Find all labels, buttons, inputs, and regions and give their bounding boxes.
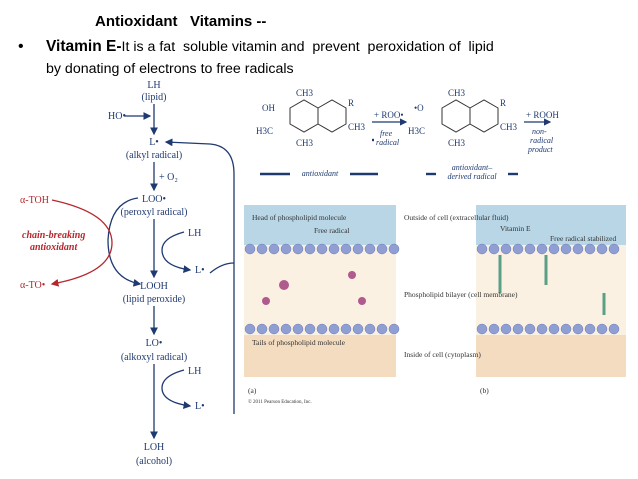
arrow-chain-feedback: [164, 138, 235, 414]
ch3-top-left: CH3: [296, 88, 314, 98]
right-aromatic-ring: [441, 99, 471, 133]
bullet-marker: •: [18, 38, 24, 55]
lipid-peroxidation-diagram: LH (lipid) HO• L• (alkyl radical) + O₂ L…: [20, 80, 235, 467]
ch3-ring-left: CH3: [348, 122, 366, 132]
copyright-label: © 2011 Pearson Education, Inc.: [248, 399, 312, 405]
alpha-toh: α-TOH: [20, 195, 49, 206]
r-right: R: [500, 98, 506, 108]
o-radical: •O: [414, 103, 424, 113]
lipid-label: (lipid): [142, 92, 167, 103]
non-radical-caption-3: product: [527, 145, 553, 154]
derived-radical-caption-2: derived radical: [447, 172, 497, 181]
vitamin-e-reaction-diagram: OH CH3 R H3C CH3 CH3 + ROO• free radical…: [256, 88, 559, 181]
alkyl-radical-label: (alkyl radical): [126, 150, 182, 161]
loh: LOH: [144, 442, 165, 453]
bullet-term: Vitamin E-: [46, 38, 122, 55]
head-label: Head of phospholipid molecule: [252, 213, 347, 222]
left-aromatic-ring: [289, 99, 319, 133]
alcohol-label: (alcohol): [136, 456, 172, 467]
ch3-ring-right: CH3: [500, 122, 518, 132]
free-radical-caption-2: radical: [376, 138, 400, 147]
arrow-loo-to-looh-side: [107, 197, 142, 287]
non-radical-caption-2: radical: [530, 136, 554, 145]
ch3-bottom-left: CH3: [296, 138, 314, 148]
alkoxyl-radical-label: (alkoxyl radical): [121, 352, 187, 363]
free-radical-caption-1: free: [380, 129, 393, 138]
free-radical-dot-2: [262, 297, 270, 305]
rooh-product: + ROOH: [526, 110, 559, 120]
arrow-lh-l-2: [161, 231, 192, 273]
lh-lipid: LH: [147, 80, 160, 91]
free-radical-label: Free radical: [314, 226, 350, 235]
lh-third: LH: [188, 366, 201, 377]
roo-reagent: + ROO•: [374, 110, 403, 120]
arrow-lh-l-3: [161, 369, 192, 409]
looh: LOOH: [140, 281, 168, 292]
connector-l-2: [209, 262, 235, 274]
oh-group: OH: [262, 103, 275, 113]
ho-radical: HO•: [108, 111, 126, 122]
ch3-bottom-right: CH3: [448, 138, 466, 148]
right-pyran-ring: [469, 99, 499, 133]
antioxidant-label: antioxidant: [30, 242, 78, 253]
free-radical-dot-1: [279, 280, 289, 290]
inside-cell-label: Inside of cell (cytoplasm): [404, 350, 481, 359]
stabilized-label: Free radical stabilized: [550, 234, 616, 243]
derived-radical-caption-1: antioxidant–: [452, 163, 493, 172]
plus-o2: + O₂: [159, 172, 178, 183]
ch3-top-right: CH3: [448, 88, 466, 98]
r-left: R: [348, 98, 354, 108]
free-radical-dot-3: [348, 271, 356, 279]
arrow-antioxidant: [50, 199, 113, 287]
vitamin-e-label: Vitamin E: [500, 224, 531, 233]
antioxidant-caption: antioxidant: [302, 169, 339, 178]
h3c-left: H3C: [256, 126, 273, 136]
bullet-line-2: by donating of electrons to free radical…: [46, 61, 294, 77]
l-radical-second: L•: [195, 265, 205, 276]
peroxyl-radical-label: (peroxyl radical): [121, 207, 188, 218]
left-pyran-ring: [317, 99, 347, 133]
panel-a-bilayer: [244, 245, 396, 335]
panel-a-label: (a): [248, 386, 257, 395]
free-radical-dot-4: [358, 297, 366, 305]
lh-second: LH: [188, 228, 201, 239]
non-radical-caption-1: non-: [532, 127, 547, 136]
l-radical: L•: [149, 137, 159, 148]
lo-radical: LO•: [146, 338, 163, 349]
bullet-text-1: It is a fat soluble vitamin and prevent …: [121, 39, 494, 55]
bullet-line-1: Vitamin E-It is a fat soluble vitamin an…: [46, 38, 494, 56]
tails-label: Tails of phospholipid molecule: [252, 338, 346, 347]
panel-b-label: (b): [480, 386, 489, 395]
chain-breaking-label: chain-breaking: [22, 230, 85, 241]
h3c-right: H3C: [408, 126, 425, 136]
alpha-to-radical: α-TO•: [20, 280, 45, 291]
slide-title: Antioxidant Vitamins --: [95, 13, 267, 30]
l-radical-third: L•: [195, 401, 205, 412]
membrane-illustration: Head of phospholipid molecule Free radic…: [244, 205, 626, 405]
loo-radical: LOO•: [142, 194, 166, 205]
outside-cell-label: Outside of cell (extracellular fluid): [404, 213, 509, 222]
lipid-peroxide-label: (lipid peroxide): [123, 294, 185, 305]
bilayer-label: Phospholipid bilayer (cell membrane): [404, 290, 518, 299]
